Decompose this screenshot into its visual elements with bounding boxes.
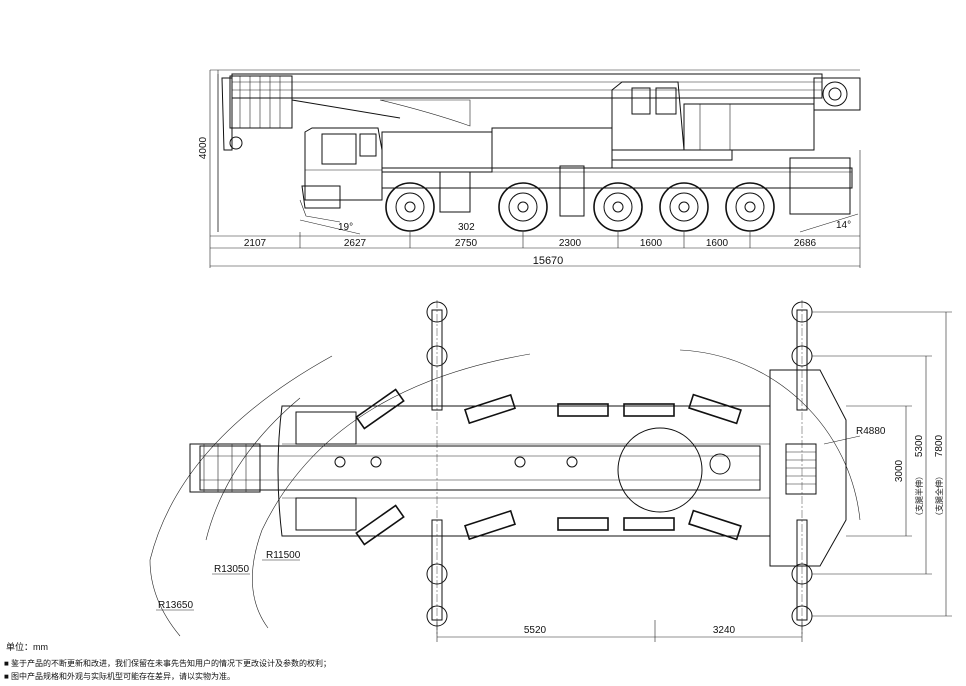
width-3000: 3000 xyxy=(894,459,905,482)
unit-label: 单位：mm xyxy=(6,641,48,652)
segment-7: 2686 xyxy=(794,238,817,249)
segment-6: 1600 xyxy=(706,238,729,249)
segment-dimensions: 2107 2627 2750 2300 1600 1600 2686 xyxy=(210,232,860,249)
radius-r13050: R13050 xyxy=(214,564,249,575)
wheel-3 xyxy=(593,182,643,232)
wheel-5 xyxy=(725,182,775,232)
height-label: 4000 xyxy=(198,136,209,159)
disclaimer-1: ■ 鉴于产品的不断更新和改进，我们保留在未事先告知用户的情况下更改设计及参数的权… xyxy=(4,658,331,668)
wheel-2 xyxy=(498,182,548,232)
radius-r13650: R13650 xyxy=(158,600,193,611)
outriggers xyxy=(426,300,813,636)
boom-top xyxy=(189,443,761,493)
outrigger-span-dimensions: 5520 3240 xyxy=(436,620,803,642)
radius-labels: R11500 R13050 R13650 R4880 xyxy=(156,426,886,611)
rear-angle-label: 14° xyxy=(836,220,851,231)
carrier-cab xyxy=(301,127,383,209)
carrier-chassis xyxy=(299,127,853,223)
segment-4: 2300 xyxy=(559,238,582,249)
width-7800-value: 7800 xyxy=(934,434,945,457)
wheel-1 xyxy=(385,182,435,232)
footer-notes: 单位：mm ■ 鉴于产品的不断更新和改进，我们保留在未事先告知用户的情况下更改设… xyxy=(4,641,331,681)
angle-marks: 19° 14° 302 xyxy=(299,213,859,235)
radius-r11500: R11500 xyxy=(266,550,301,561)
top-view: R11500 R13050 R13650 R4880 xyxy=(149,300,952,642)
boom xyxy=(221,73,823,151)
segment-1: 2107 xyxy=(244,238,267,249)
side-view: 4000 xyxy=(198,69,861,268)
height-dimension: 4000 xyxy=(198,74,219,232)
width-7800-note: （支腿全伸） xyxy=(934,472,944,520)
tyres-top xyxy=(355,388,742,546)
wheel-4 xyxy=(659,182,709,232)
superstructure xyxy=(611,77,861,161)
carrier-top xyxy=(277,369,847,567)
swing-arcs xyxy=(149,349,861,637)
width-5300-note: （支腿半伸） xyxy=(914,472,924,520)
clearance-label: 302 xyxy=(458,222,475,233)
segment-3: 2750 xyxy=(455,238,478,249)
total-length-dimension: 15670 xyxy=(210,255,860,267)
radius-r4880: R4880 xyxy=(856,426,886,437)
disclaimer-2: ■ 图中产品规格和外观与实际机型可能存在差异，请以实物为准。 xyxy=(4,671,235,681)
width-5300-value: 5300 xyxy=(914,434,925,457)
width-dimensions: 3000 5300 （支腿半伸） 7800 （支腿全伸） xyxy=(812,311,952,617)
front-angle-label: 19° xyxy=(338,222,353,233)
segment-5: 1600 xyxy=(640,238,663,249)
segment-2: 2627 xyxy=(344,238,367,249)
span-5520: 5520 xyxy=(524,625,547,636)
total-length-label: 15670 xyxy=(533,255,564,267)
span-3240: 3240 xyxy=(713,625,736,636)
wheels xyxy=(385,182,775,232)
